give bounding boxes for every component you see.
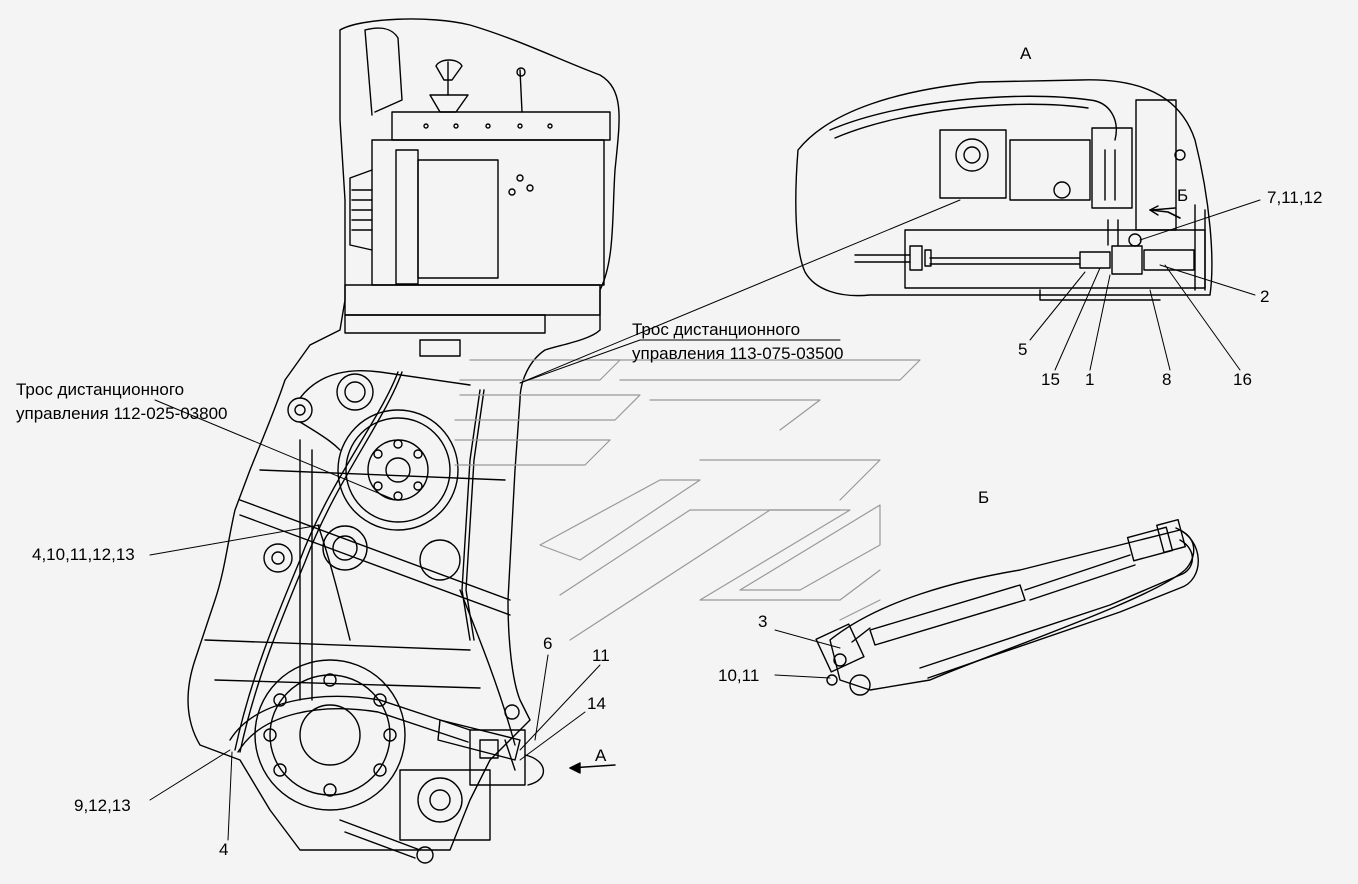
callout-6: 6 [543, 634, 553, 653]
callout-9-12-13: 9,12,13 [74, 796, 131, 815]
callout-8: 8 [1162, 370, 1172, 389]
callout-11: 11 [592, 646, 610, 665]
callout-7-11-12: 7,11,12 [1267, 188, 1323, 207]
main-machine-outline [187, 18, 620, 851]
leader-lines [149, 199, 1261, 841]
callout-15: 15 [1041, 370, 1060, 389]
callout-3: 3 [758, 612, 768, 631]
callout-16: 16 [1233, 370, 1252, 389]
view-b-title: Б [978, 488, 990, 507]
cable-113-label-line2: управления 113-075-03500 [632, 344, 844, 363]
arrow-b-label: Б [1177, 186, 1189, 205]
clutch-housing [229, 659, 545, 864]
callout-14: 14 [587, 694, 606, 713]
view-b-inset [815, 518, 1199, 696]
arrow-a-label: А [595, 746, 607, 765]
control-cables [234, 371, 516, 753]
view-a-inset [795, 79, 1213, 301]
cable-112-label-line2: управления 112-025-03800 [16, 404, 228, 423]
cable-112-label-line1: Трос дистанционного [16, 380, 185, 399]
callout-2: 2 [1260, 287, 1270, 306]
callout-4-10-11-12-13: 4,10,11,12,13 [32, 545, 135, 564]
callout-4: 4 [219, 840, 229, 859]
callout-5: 5 [1018, 340, 1028, 359]
watermark-chevrons [454, 359, 921, 641]
callout-1: 1 [1085, 370, 1095, 389]
cab-unit [344, 27, 611, 357]
view-arrows [569, 207, 1176, 774]
view-a-title: А [1020, 44, 1032, 63]
cable-113-label-line1: Трос дистанционного [632, 320, 801, 339]
callout-10-11: 10,11 [718, 666, 760, 685]
